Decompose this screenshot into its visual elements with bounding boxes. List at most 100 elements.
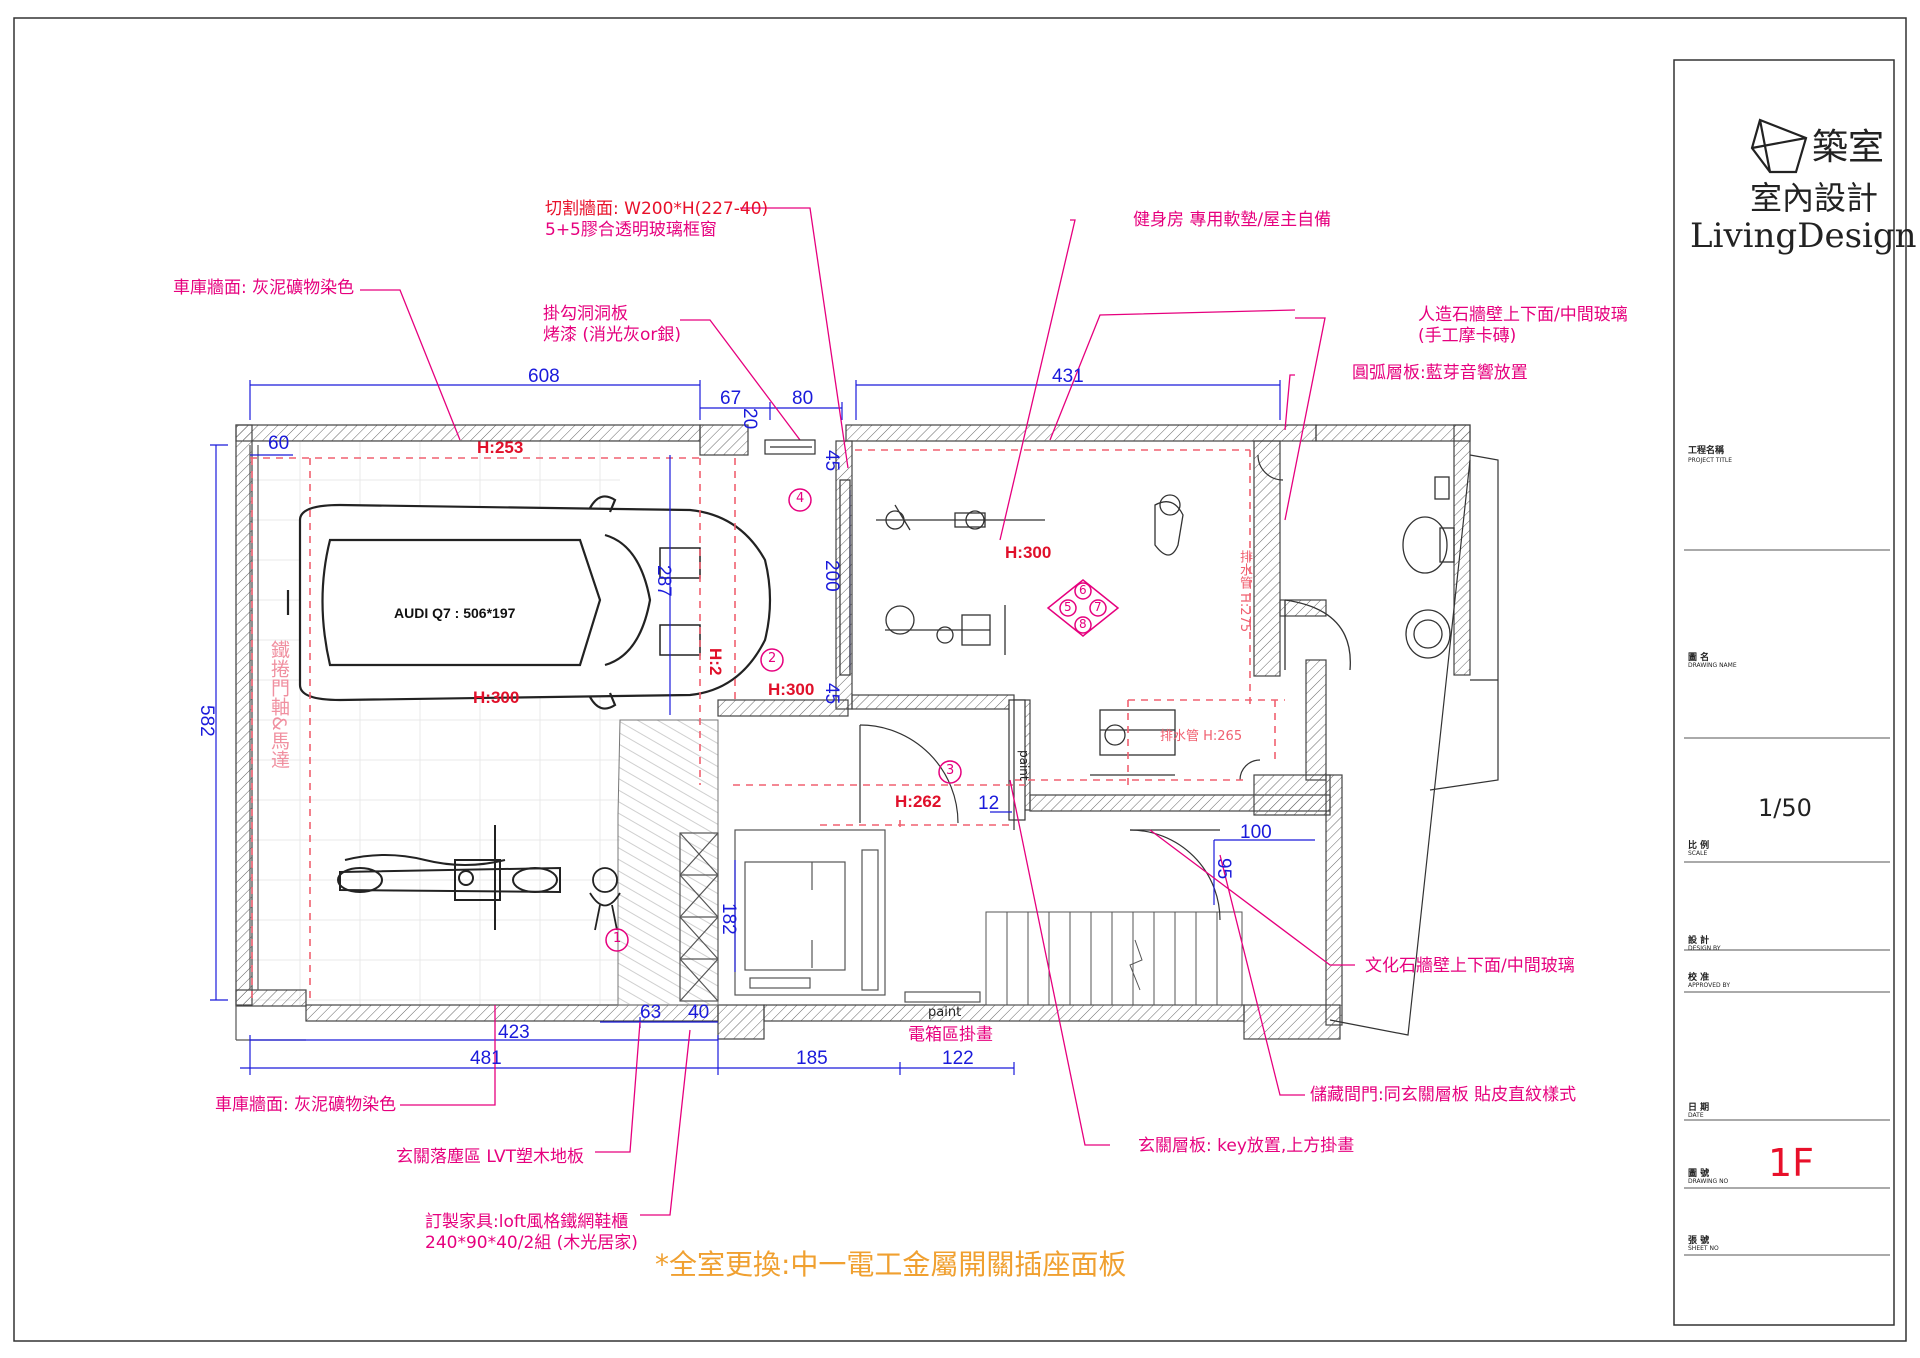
- dim-431: 431: [1052, 366, 1084, 387]
- dim-122: 122: [942, 1048, 974, 1069]
- dim-287: 287: [653, 565, 674, 597]
- dim-12: 12: [978, 793, 1000, 814]
- height-garage-top: H:253: [477, 438, 524, 457]
- design-label: 設 計: [1688, 936, 1710, 946]
- stone-wall-detail: (手工摩卡磚): [1418, 326, 1517, 346]
- approved-label-en: APPROVED BY: [1688, 982, 1731, 989]
- marker-5: 5: [1064, 600, 1072, 614]
- glass-window: [764, 439, 851, 676]
- dim-200: 200: [821, 560, 842, 592]
- culture-stone-note: 文化石牆壁上下面/中間玻璃: [1365, 956, 1575, 976]
- leader-lines: [360, 207, 1355, 1216]
- sheet-no-label: 張 號: [1688, 1236, 1710, 1246]
- storage-door-note: 儲藏間門:同玄關層板 貼皮直紋樣式: [1310, 1085, 1577, 1105]
- drain-pipe-note-1: 排水管 H:275: [1237, 550, 1252, 633]
- dim-185: 185: [796, 1048, 828, 1069]
- dim-45-bottom: 45: [821, 683, 842, 705]
- height-mid: H:300: [768, 680, 815, 699]
- date-label-en: DATE: [1688, 1112, 1704, 1119]
- drain-pipe-note-2: 排水管 H:265: [1160, 729, 1243, 744]
- dim-582: 582: [196, 705, 217, 737]
- shoe-cabinet: [679, 832, 719, 1002]
- dim-182: 182: [718, 903, 739, 935]
- pegboard-note: 掛勾洞洞板: [543, 304, 628, 324]
- motorcycle-icon: [337, 825, 561, 930]
- dim-60: 60: [268, 433, 290, 454]
- bathroom-fixtures: [1284, 476, 1455, 671]
- staircase: [985, 911, 1243, 1006]
- arc-shelf-note: 圓弧層板:藍芽音響放置: [1352, 363, 1528, 383]
- upper-walls: [1008, 699, 1026, 830]
- dim-80: 80: [792, 388, 814, 409]
- title-block-rows: [1684, 549, 1890, 1256]
- cut-wall-note: 切割牆面: W200*H(227-40): [545, 199, 769, 219]
- marker-7: 7: [1094, 600, 1102, 614]
- drawing-no-label-en: DRAWING NO: [1688, 1178, 1729, 1185]
- brand-name-en: LivingDesign: [1690, 216, 1917, 256]
- glass-window-note: 5+5膠合透明玻璃框窗: [545, 220, 717, 240]
- brand-name-zh: 築室: [1812, 127, 1885, 168]
- title-block-frame: [1673, 59, 1895, 1326]
- approved-label: 校 准: [1688, 973, 1710, 983]
- dim-20: 20: [739, 408, 760, 430]
- drawing-name-label: 圖 名: [1688, 653, 1710, 663]
- drawing-no-value: 1F: [1768, 1141, 1815, 1185]
- shoe-cabinet-note: 訂製家具:loft風格鐵網鞋櫃: [425, 1212, 629, 1232]
- shoe-cabinet-spec: 240*90*40/2組 (木光居家): [425, 1233, 638, 1253]
- brand-subtitle-zh: 室內設計: [1750, 179, 1879, 217]
- marker-8: 8: [1079, 617, 1087, 631]
- scale-value: 1/50: [1758, 794, 1812, 822]
- dim-63: 63: [640, 1002, 662, 1023]
- paint-label-side: paint: [1017, 750, 1031, 781]
- exterior-wall: [1329, 454, 1499, 1036]
- brand-logo-icon: [1750, 118, 1808, 174]
- dim-481: 481: [470, 1048, 502, 1069]
- person-icon: [589, 867, 621, 931]
- electric-box-note: 電箱區掛畫: [908, 1025, 993, 1045]
- scale-label-en: SCALE: [1688, 850, 1708, 857]
- garage-wall-note-top: 車庫牆面: 灰泥礦物染色: [173, 278, 355, 298]
- dim-45-top: 45: [821, 450, 842, 472]
- height-gym: H:300: [1005, 543, 1052, 562]
- dim-40: 40: [688, 1002, 710, 1023]
- sheet-no-label-en: SHEET NO: [1688, 1245, 1719, 1252]
- date-label: 日 期: [1688, 1103, 1710, 1113]
- dim-67: 67: [720, 388, 742, 409]
- pegboard-finish-note: 烤漆 (消光灰or銀): [543, 325, 682, 345]
- drawing-name-label-en: DRAWING NAME: [1688, 662, 1737, 669]
- height-entry: H:262: [895, 792, 942, 811]
- dim-423: 423: [498, 1022, 530, 1043]
- gym-equipment: [876, 494, 1184, 776]
- gym-note: 健身房 專用軟墊/屋主自備: [1133, 210, 1332, 230]
- stone-wall-note: 人造石牆壁上下面/中間玻璃: [1418, 305, 1628, 325]
- marker-6: 6: [1079, 583, 1087, 597]
- design-label-en: DESIGN BY: [1688, 945, 1721, 952]
- storage-room: [734, 829, 981, 1003]
- project-title-label: 工程名稱: [1688, 446, 1725, 456]
- dimension-ticks: [210, 380, 1281, 1075]
- car-icon: [286, 495, 772, 710]
- project-title-label-en: PROJECT TITLE: [1688, 457, 1733, 464]
- walls: [235, 424, 1471, 1040]
- entry-floor-note: 玄關落塵區 LVT塑木地板: [396, 1147, 585, 1167]
- marker-2: 2: [768, 651, 777, 666]
- sheet-border: [13, 17, 1907, 1342]
- height-vertical: H:2: [706, 648, 725, 676]
- entry-shelf-note: 玄關層板: key放置,上方掛畫: [1138, 1136, 1355, 1156]
- height-garage: H:300: [473, 688, 520, 707]
- marker-1: 1: [613, 931, 622, 946]
- paint-label-bottom: paint: [928, 1005, 962, 1020]
- drawing-no-label: 圖 號: [1688, 1169, 1710, 1179]
- dim-100: 100: [1240, 822, 1272, 843]
- footer-note: *全室更換:中一電工金屬開關插座面板: [655, 1248, 1127, 1281]
- scale-label: 比 例: [1688, 841, 1710, 851]
- garage-wall-note-bottom: 車庫牆面: 灰泥礦物染色: [215, 1095, 397, 1115]
- marker-4: 4: [796, 491, 805, 506]
- entry-floor-area: [617, 719, 719, 1006]
- rolling-door-note: 鐵捲門軸&馬達: [268, 640, 290, 769]
- markers: [605, 488, 1120, 952]
- car-label: AUDI Q7 : 506*197: [394, 605, 516, 621]
- door-swings: [859, 454, 1284, 921]
- height-lines: [250, 449, 1285, 1000]
